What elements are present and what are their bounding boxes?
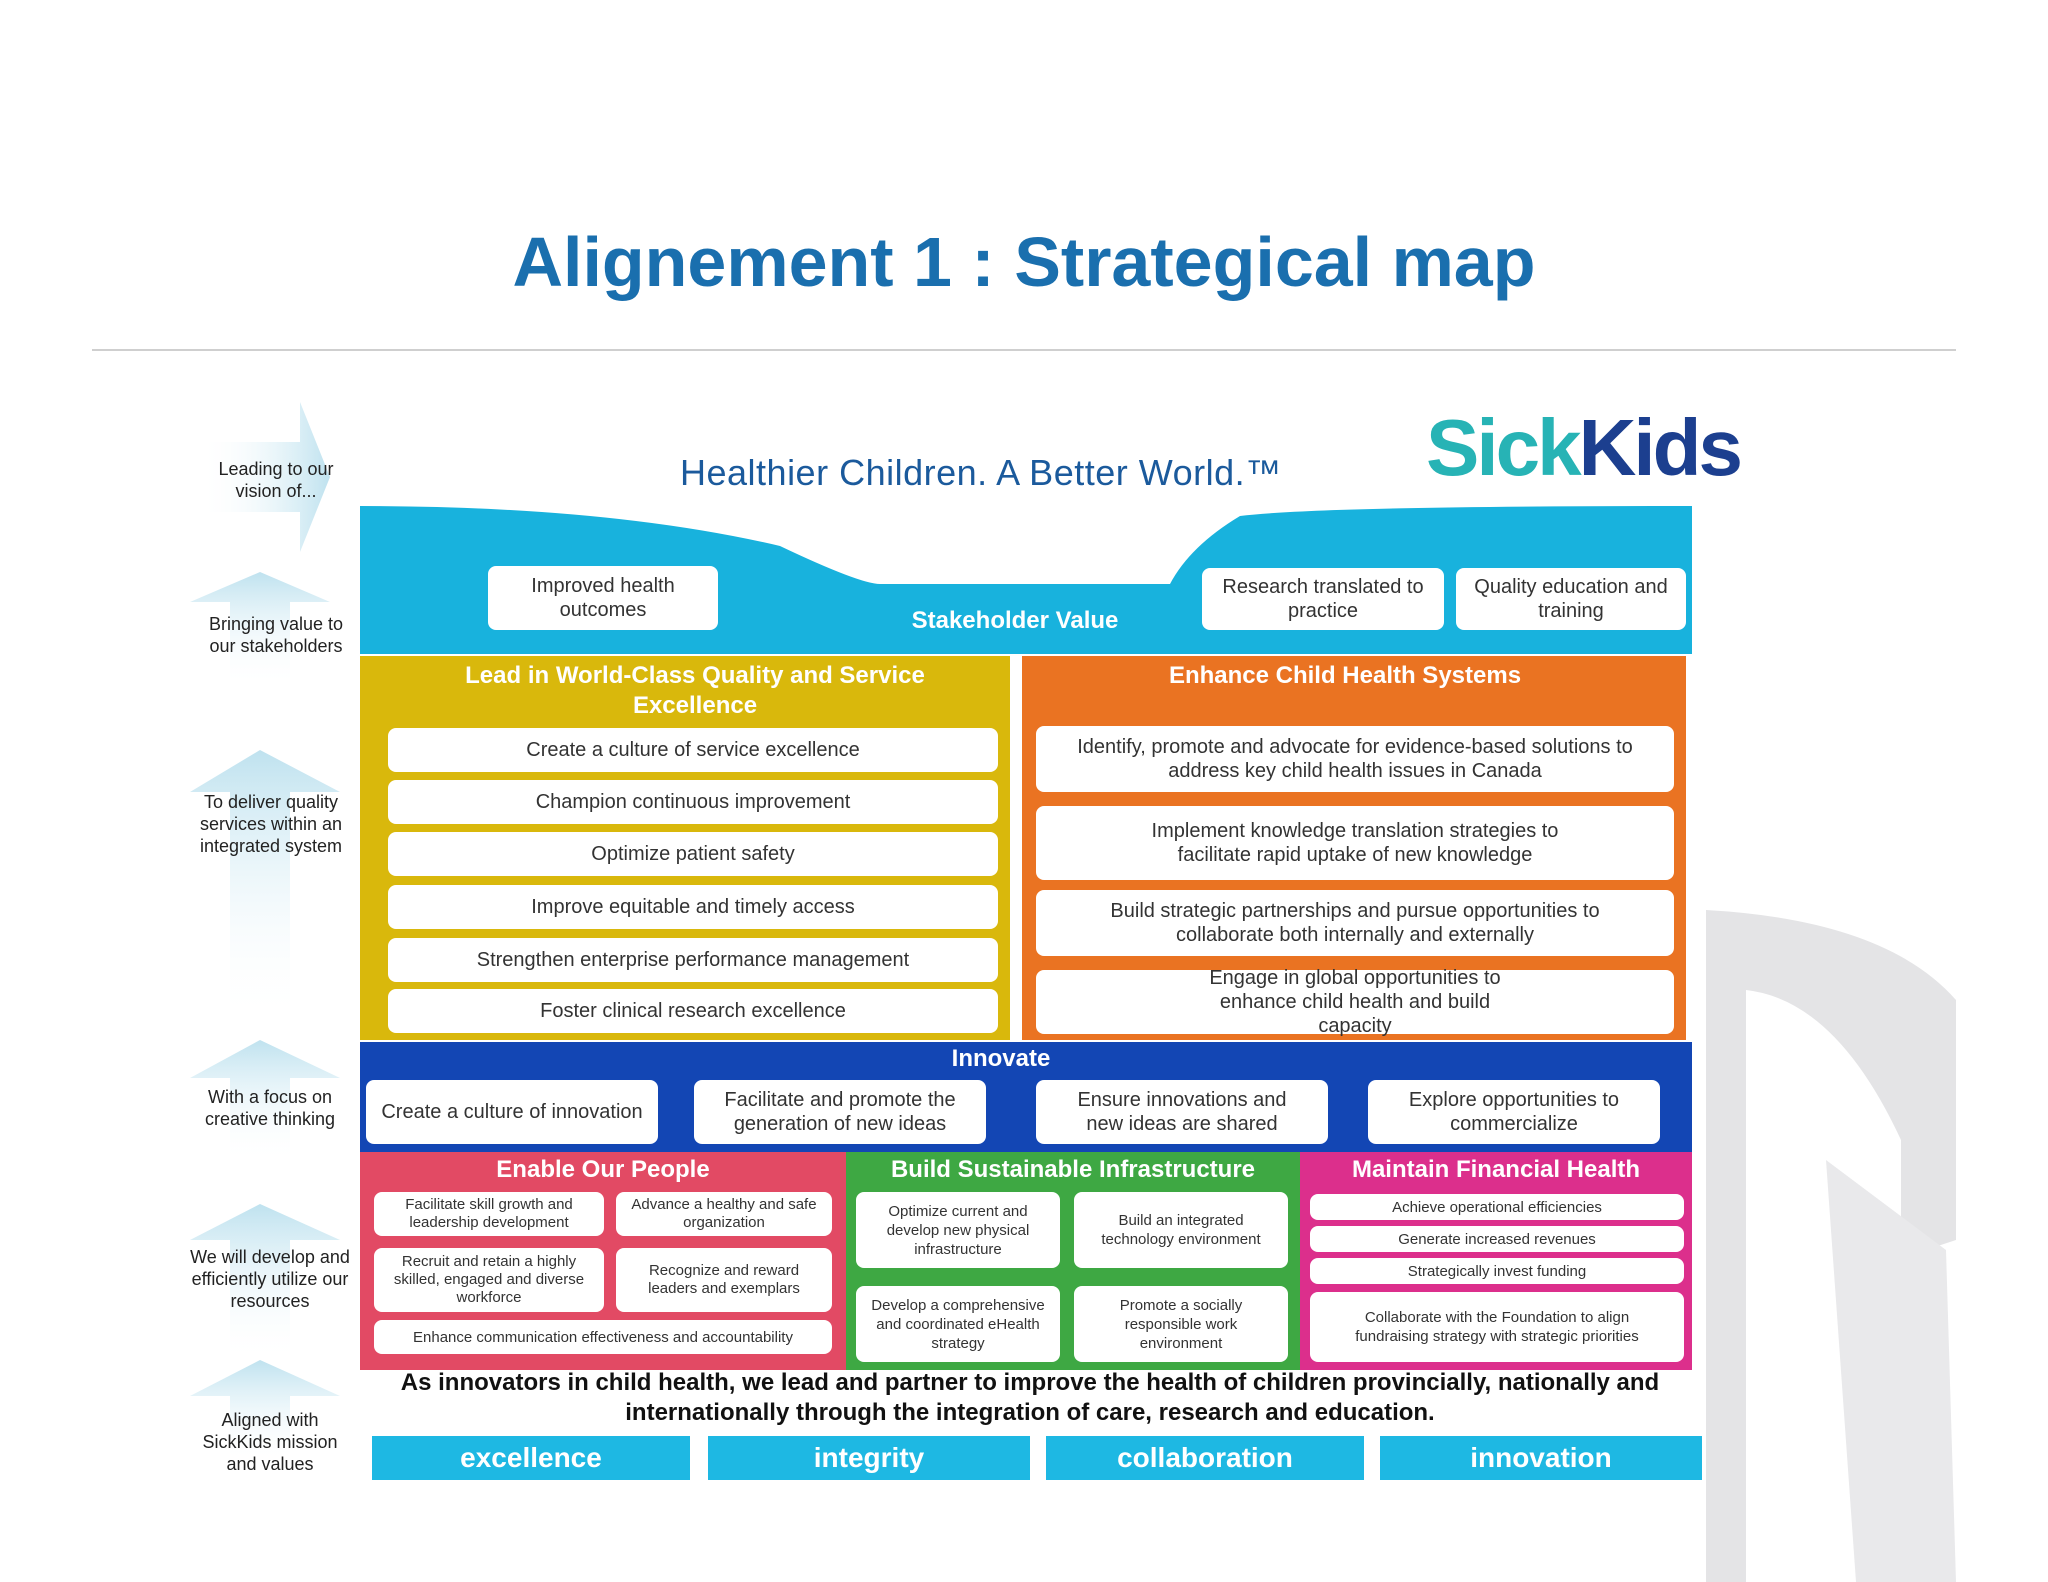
health-item: Engage in global opportunities to enhanc… <box>1036 967 1674 1037</box>
logo-sick: Sick <box>1426 403 1582 492</box>
side-label-creative: With a focus on creative thinking <box>204 1087 336 1129</box>
tagline: Healthier Children. A Better World.™ <box>680 452 1282 493</box>
slide-title: Alignement 1 : Strategical map <box>512 223 1536 301</box>
quality-item: Create a culture of service excellence <box>388 728 998 772</box>
side-label-resources: We will develop and efficiently utilize … <box>190 1247 350 1311</box>
people-panel-title: Enable Our People <box>496 1156 710 1183</box>
progression-arrows <box>190 402 340 1462</box>
stakeholder-box: Improved health outcomes <box>488 566 718 630</box>
value-integrity: integrity <box>708 1436 1030 1480</box>
logo-kids: Kids <box>1578 403 1743 492</box>
people-item: Facilitate skill growth and leadership d… <box>374 1192 604 1236</box>
infra-item: Develop a comprehensive and coordinated … <box>856 1286 1060 1362</box>
up-arrow-shape <box>190 1204 340 1362</box>
infra-item: Promote a socially responsible work envi… <box>1074 1286 1288 1362</box>
stakeholder-box: Quality education and training <box>1456 568 1686 630</box>
quality-item: Improve equitable and timely access <box>388 885 998 929</box>
innovate-panel-title: Innovate <box>951 1045 1051 1072</box>
side-label-stakeholders: Bringing value to our stakeholders <box>208 614 344 656</box>
finance-panel-title: Maintain Financial Health <box>1351 1156 1641 1183</box>
value-collaboration: collaboration <box>1046 1436 1364 1480</box>
people-item: Advance a healthy and safe organization <box>616 1192 832 1236</box>
quality-panel-title: Lead in World-Class Quality and Service … <box>465 662 925 719</box>
finance-item: Achieve operational efficiencies <box>1310 1194 1684 1220</box>
value-excellence: excellence <box>372 1436 690 1480</box>
innovate-item: Create a culture of innovation <box>366 1080 658 1144</box>
up-arrow-shape <box>190 1360 340 1462</box>
innovate-item: Facilitate and promote the generation of… <box>694 1080 986 1144</box>
watermark-graphic <box>1706 910 1956 1582</box>
people-item: Enhance communication effectiveness and … <box>374 1320 832 1354</box>
side-label-vision: Leading to our vision of... <box>218 459 334 501</box>
quality-item: Strengthen enterprise performance manage… <box>388 938 998 982</box>
side-label-services: To deliver quality services within an in… <box>199 792 343 856</box>
quality-item: Foster clinical research excellence <box>388 989 998 1033</box>
stakeholder-box: Research translated to practice <box>1202 568 1444 630</box>
finance-item: Collaborate with the Foundation to align… <box>1310 1292 1684 1362</box>
health-item: Identify, promote and advocate for evide… <box>1036 726 1674 792</box>
up-arrow-shape <box>190 1040 340 1162</box>
finance-item: Generate increased revenues <box>1310 1226 1684 1252</box>
finance-item: Strategically invest funding <box>1310 1258 1684 1284</box>
quality-item: Champion continuous improvement <box>388 780 998 824</box>
up-arrow-shape <box>190 750 340 1022</box>
side-label-mission: Aligned with SickKids mission and values <box>202 1410 338 1474</box>
mission-statement: As innovators in child health, we lead a… <box>400 1369 1660 1426</box>
infra-panel-title: Build Sustainable Infrastructure <box>890 1156 1256 1183</box>
health-item: Build strategic partnerships and pursue … <box>1036 890 1674 956</box>
people-item: Recognize and reward leaders and exempla… <box>616 1248 832 1312</box>
infra-item: Optimize current and develop new physica… <box>856 1192 1060 1268</box>
people-item: Recruit and retain a highly skilled, eng… <box>374 1248 604 1312</box>
value-innovation: innovation <box>1380 1436 1702 1480</box>
title-divider <box>92 349 1956 351</box>
health-item: Implement knowledge translation strategi… <box>1036 806 1674 880</box>
up-arrow-shape <box>190 572 330 687</box>
infra-item: Build an integrated technology environme… <box>1074 1192 1288 1268</box>
health-panel-title: Enhance Child Health Systems <box>1168 662 1522 689</box>
innovate-item: Explore opportunities to commercialize <box>1368 1080 1660 1144</box>
innovate-item: Ensure innovations and new ideas are sha… <box>1036 1080 1328 1144</box>
stakeholder-label: Stakeholder Value <box>911 607 1119 634</box>
quality-item: Optimize patient safety <box>388 832 998 876</box>
right-arrow-shape <box>200 402 330 552</box>
sickkids-logo: SickKids <box>1426 402 1743 492</box>
